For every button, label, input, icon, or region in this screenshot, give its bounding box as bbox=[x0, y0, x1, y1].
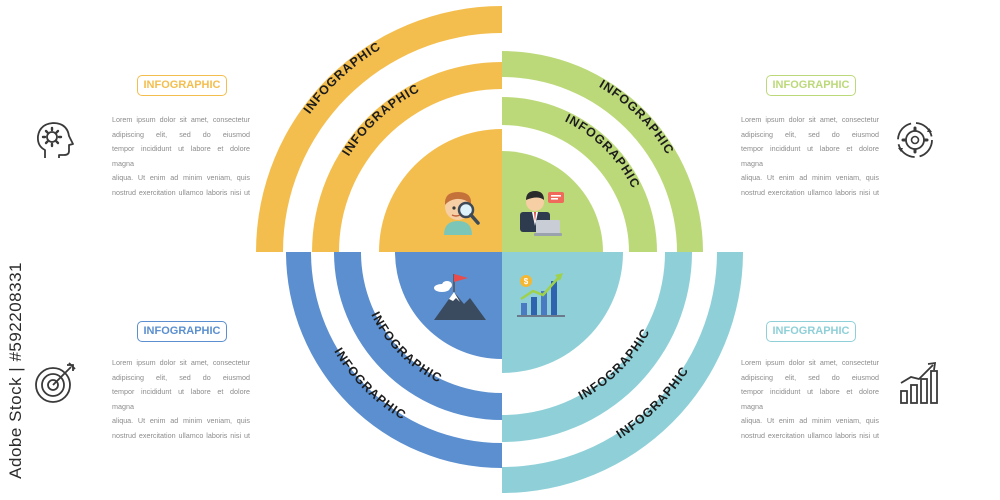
bar-chart-icon bbox=[900, 361, 938, 404]
title-pill-top-right: INFOGRAPHIC bbox=[766, 75, 856, 96]
stock-id-text: Adobe Stock | #592208331 bbox=[6, 262, 25, 479]
body-line: aliqua. Ut enim ad minim veniam, quis bbox=[112, 173, 250, 183]
body-line: nostrud exercitation ullamco laboris nis… bbox=[112, 430, 250, 440]
body-line: aliqua. Ut enim ad minim veniam, quis bbox=[741, 416, 879, 426]
body-line: Lorem ipsum dolor sit amet, consectetur bbox=[112, 115, 250, 124]
body-line: nostrud exercitation ullamco laboris nis… bbox=[112, 187, 250, 197]
growth-chart-icon: $ bbox=[517, 273, 565, 317]
head-gear-icon bbox=[36, 122, 74, 158]
quadrant-bottom-right bbox=[502, 252, 743, 493]
body-line: aliqua. Ut enim ad minim veniam, quis bbox=[112, 416, 250, 426]
inner-sector-top-left bbox=[379, 129, 502, 252]
body-text-bottom-left: Lorem ipsum dolor sit amet, consectetur … bbox=[112, 356, 250, 444]
svg-text:$: $ bbox=[524, 277, 529, 286]
middle-ring-band-top-left bbox=[312, 62, 502, 252]
body-text-top-right: Lorem ipsum dolor sit amet, consectetur … bbox=[741, 113, 879, 201]
body-line: nostrud exercitation ullamco laboris nis… bbox=[741, 187, 879, 197]
title-pill-bottom-right: INFOGRAPHIC bbox=[766, 321, 856, 342]
quadrant-top-left bbox=[256, 6, 502, 252]
quadrant-top-right bbox=[502, 51, 703, 252]
middle-ring-band-bottom-left bbox=[334, 252, 502, 420]
outer-ring-band-top-right bbox=[502, 51, 703, 252]
body-line: nostrud exercitation ullamco laboris nis… bbox=[741, 430, 879, 440]
outer-ring-band-bottom-right bbox=[502, 252, 743, 493]
quadrant-bottom-left bbox=[286, 252, 502, 468]
body-line: Lorem ipsum dolor sit amet, consectetur bbox=[741, 115, 879, 124]
person-magnifier-icon bbox=[444, 192, 480, 235]
body-line: adipiscing elit, sed do eiusmod bbox=[112, 129, 250, 139]
mountain-flag-icon bbox=[434, 274, 486, 320]
businessman-laptop-icon bbox=[520, 191, 564, 236]
middle-ring-band-bottom-right bbox=[502, 252, 692, 442]
body-line: aliqua. Ut enim ad minim veniam, quis bbox=[741, 173, 879, 183]
body-text-top-left: Lorem ipsum dolor sit amet, consectetur … bbox=[112, 113, 250, 201]
middle-ring-band-top-right bbox=[502, 97, 657, 252]
outer-ring-band-bottom-left bbox=[286, 252, 502, 468]
target-arrow-icon bbox=[35, 362, 76, 403]
body-line: Lorem ipsum dolor sit amet, consectetur bbox=[112, 358, 250, 367]
body-line: adipiscing elit, sed do eiusmod bbox=[741, 372, 879, 382]
inner-sector-bottom-right bbox=[502, 252, 623, 373]
body-line: adipiscing elit, sed do eiusmod bbox=[741, 129, 879, 139]
title-pill-top-left: INFOGRAPHIC bbox=[137, 75, 227, 96]
outer-ring-band-top-left bbox=[256, 6, 502, 252]
title-pill-bottom-left: INFOGRAPHIC bbox=[137, 321, 227, 342]
gear-cycle-icon bbox=[897, 122, 933, 158]
body-line: tempor incididunt ut labore et dolore ma… bbox=[112, 387, 250, 411]
stock-id-label: Adobe Stock | #592208331 bbox=[6, 262, 34, 482]
body-text-bottom-right: Lorem ipsum dolor sit amet, consectetur … bbox=[741, 356, 879, 444]
ring-label-outer-top-left: INFOGRAPHIC bbox=[301, 39, 384, 116]
ring-label-middle-top-left: INFOGRAPHIC bbox=[339, 81, 422, 158]
body-line: tempor incididunt ut labore et dolore ma… bbox=[112, 144, 250, 168]
body-line: tempor incididunt ut labore et dolore ma… bbox=[741, 144, 879, 168]
body-line: tempor incididunt ut labore et dolore ma… bbox=[741, 387, 879, 411]
body-line: Lorem ipsum dolor sit amet, consectetur bbox=[741, 358, 879, 367]
body-line: adipiscing elit, sed do eiusmod bbox=[112, 372, 250, 382]
